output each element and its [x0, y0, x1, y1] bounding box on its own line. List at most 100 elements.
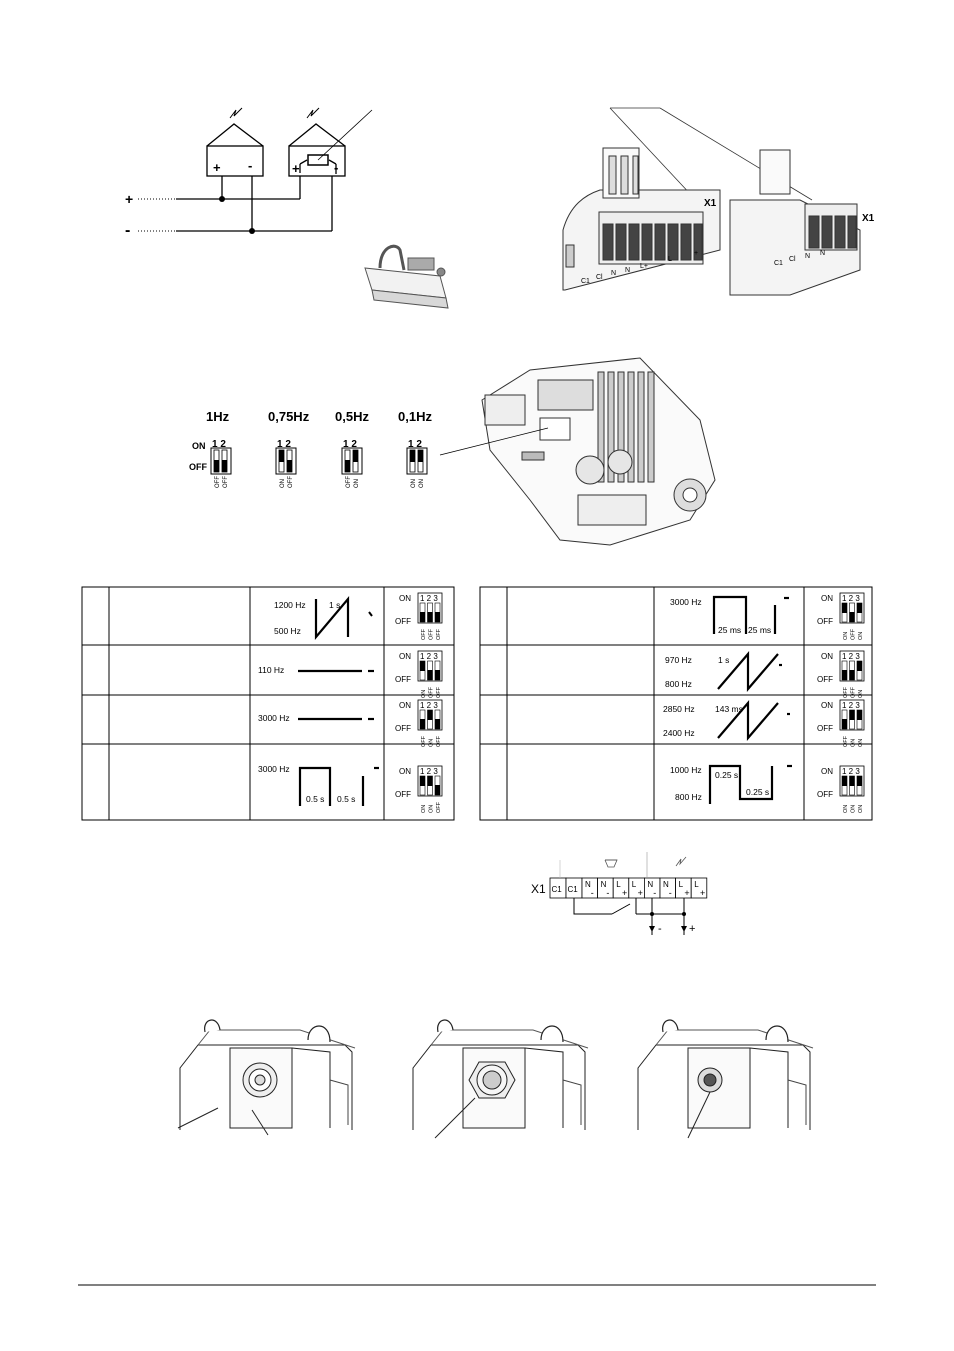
svg-text:1 2 3: 1 2 3: [420, 594, 438, 603]
svg-text:1 2 3: 1 2 3: [842, 594, 860, 603]
svg-text:ON: ON: [843, 632, 849, 640]
svg-text:ON: ON: [858, 739, 864, 747]
svg-text:1 2: 1 2: [212, 439, 226, 450]
x1-plus: +: [689, 923, 695, 935]
svg-text:OFF: OFF: [288, 476, 294, 488]
svg-text:ON: ON: [851, 805, 857, 813]
svg-text:ON: ON: [399, 767, 411, 776]
housing-sketch: [637, 1019, 814, 1139]
svg-text:800 Hz: 800 Hz: [675, 792, 702, 802]
svg-text:OFF: OFF: [817, 617, 833, 626]
svg-text:-: -: [669, 888, 672, 898]
svg-text:ON: ON: [421, 690, 427, 698]
svg-text:OFF: OFF: [395, 675, 411, 684]
svg-text:OFF: OFF: [395, 617, 411, 626]
svg-text:Cl: Cl: [596, 274, 603, 281]
svg-text:ON: ON: [429, 739, 435, 747]
svg-text:N: N: [805, 253, 810, 260]
freq-05hz: 0,5Hz: [335, 409, 369, 424]
x1-terminal: C1: [565, 877, 583, 899]
svg-text:OFF: OFF: [421, 628, 427, 640]
svg-text:OFF: OFF: [429, 628, 435, 640]
x1-terminal: L+: [612, 877, 630, 899]
svg-text:L: L: [679, 880, 684, 889]
junction-dot: [219, 196, 225, 202]
svg-text:OFF: OFF: [851, 686, 857, 698]
svg-text:1 s: 1 s: [718, 655, 729, 665]
svg-text:OFF: OFF: [215, 476, 221, 488]
svg-text:500 Hz: 500 Hz: [274, 626, 301, 636]
svg-text:+: +: [622, 888, 627, 898]
svg-text:C1: C1: [581, 278, 590, 285]
device2-minus: -: [334, 160, 338, 175]
svg-text:OFF: OFF: [421, 735, 427, 747]
svg-text:N: N: [585, 880, 591, 889]
svg-text:OFF: OFF: [843, 735, 849, 747]
svg-text:ON: ON: [421, 805, 427, 813]
svg-text:143 ms: 143 ms: [715, 704, 743, 714]
svg-text:1 s: 1 s: [329, 600, 340, 610]
svg-text:N: N: [611, 270, 616, 277]
board-illustration: [481, 357, 716, 546]
svg-text:3000 Hz: 3000 Hz: [258, 764, 290, 774]
resistor-clip-illustration: [364, 244, 449, 309]
svg-text:+: +: [694, 250, 698, 257]
svg-text:0.25 s: 0.25 s: [746, 787, 769, 797]
svg-text:ON: ON: [821, 767, 833, 776]
svg-text:+: +: [638, 888, 643, 898]
svg-text:OFF: OFF: [436, 801, 442, 813]
svg-text:3000 Hz: 3000 Hz: [258, 713, 290, 723]
svg-text:N: N: [647, 880, 653, 889]
x1-terminal: L+: [628, 877, 645, 899]
minus-label: -: [125, 222, 130, 239]
freq-1hz: 1Hz: [206, 409, 230, 424]
dip-on-label: ON: [192, 441, 206, 451]
terminal-photo-labels-left: C1 Cl N N L+ L +: [581, 250, 698, 285]
svg-text:OFF: OFF: [346, 476, 352, 488]
waveforms: [298, 595, 792, 806]
board-leader-line: [439, 427, 549, 456]
lightning-icon: [675, 856, 687, 867]
x1-terminal: N-: [659, 877, 677, 899]
svg-text:25 ms: 25 ms: [748, 625, 771, 635]
svg-text:L+: L+: [640, 263, 648, 270]
x1-minus: -: [658, 923, 662, 935]
svg-text:1 2 3: 1 2 3: [842, 767, 860, 776]
cable-entry-illustrations: [177, 1019, 814, 1139]
svg-text:OFF: OFF: [843, 686, 849, 698]
waveform-labels: 1200 Hz 500 Hz 1 s 110 Hz 3000 Hz 3000 H…: [258, 597, 771, 804]
svg-text:ON: ON: [821, 701, 833, 710]
svg-text:0.5 s: 0.5 s: [337, 794, 355, 804]
svg-text:ON: ON: [843, 805, 849, 813]
svg-text:ON: ON: [429, 805, 435, 813]
svg-text:0.25 s: 0.25 s: [715, 770, 738, 780]
x1-terminal: L+: [690, 877, 708, 899]
x1-terminal: L+: [675, 877, 692, 899]
svg-text:ON: ON: [419, 479, 425, 488]
svg-text:3000 Hz: 3000 Hz: [670, 597, 702, 607]
svg-text:1 2 3: 1 2 3: [842, 652, 860, 661]
svg-text:OFF: OFF: [851, 628, 857, 640]
svg-text:ON: ON: [399, 701, 411, 710]
wiring-diagram: [138, 107, 373, 232]
svg-text:1 2 3: 1 2 3: [420, 652, 438, 661]
svg-text:OFF: OFF: [817, 675, 833, 684]
svg-text:C1: C1: [552, 885, 563, 894]
svg-text:L: L: [616, 880, 621, 889]
x1-terminal: N-: [597, 877, 614, 899]
svg-text:OFF: OFF: [436, 628, 442, 640]
svg-text:Cl: Cl: [789, 256, 796, 263]
freq-01hz: 0,1Hz: [398, 409, 432, 424]
svg-text:1000 Hz: 1000 Hz: [670, 765, 702, 775]
svg-text:C1: C1: [568, 885, 579, 894]
